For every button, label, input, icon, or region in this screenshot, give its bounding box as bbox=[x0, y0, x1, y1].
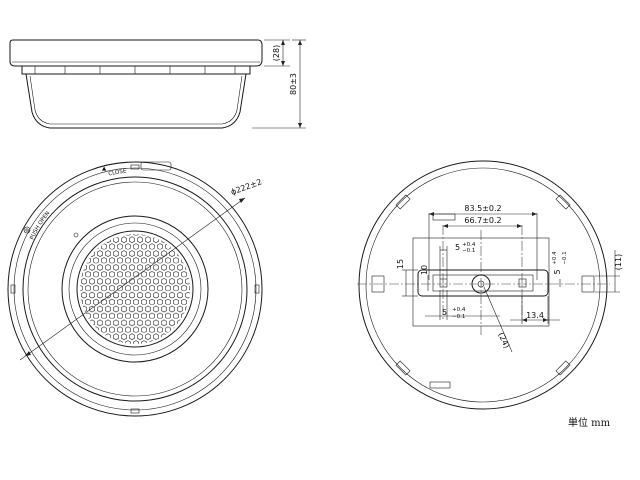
bottom-view-hex-grille bbox=[80, 234, 190, 344]
top-view-rim-inner bbox=[365, 167, 601, 403]
top-view-tol-5-right-plus: +0.4 bbox=[552, 251, 558, 265]
top-view: 83.5±0.2 66.7±0.2 5 +0.4 −0.1 15 10 5 +0… bbox=[357, 160, 623, 410]
bottom-view-dim-diameter: ϕ222±2 bbox=[230, 177, 263, 197]
top-view-slot-inner bbox=[432, 274, 534, 292]
bottom-view-body bbox=[61, 215, 209, 363]
top-view-tol-5-lower-minus: −0.1 bbox=[452, 314, 465, 320]
bottom-view-outer-rim bbox=[7, 161, 263, 417]
bottom-view-ring-inner bbox=[27, 181, 243, 397]
bottom-view-grille-edge bbox=[76, 230, 194, 348]
bottom-view-rim-tabs bbox=[10, 164, 260, 414]
bottom-view-rim-inner bbox=[13, 167, 257, 411]
unit-label: 単位 mm bbox=[568, 416, 611, 429]
top-view-dim-24: (24) bbox=[496, 331, 511, 350]
bottom-view-engraving-box bbox=[140, 161, 172, 171]
side-view-ribs bbox=[34, 66, 236, 74]
bottom-view-mark-left bbox=[23, 226, 31, 234]
side-view-lid bbox=[9, 39, 263, 67]
side-view: (28) 80±3 bbox=[9, 39, 306, 129]
top-view-dim-10: 10 bbox=[420, 265, 429, 275]
side-view-body bbox=[25, 73, 247, 129]
top-view-dim-15: 15 bbox=[396, 259, 405, 269]
bottom-view-mark-left-inner bbox=[25, 228, 29, 232]
bottom-view-grille-rim bbox=[68, 222, 202, 356]
side-view-dim-height-ref: (28) bbox=[272, 45, 281, 61]
side-view-dim-total-height: 80±3 bbox=[289, 73, 298, 95]
top-view-rim-clips bbox=[371, 194, 595, 389]
bottom-view-arrow-marker: ▲ bbox=[102, 166, 107, 172]
top-view-tol-5-lower-plus: +0.4 bbox=[452, 307, 466, 313]
top-view-outer-rim bbox=[358, 160, 608, 410]
side-view-skirt bbox=[21, 66, 251, 75]
top-view-hole-left bbox=[439, 278, 448, 288]
top-view-dim-5-upper: 5 bbox=[455, 243, 460, 252]
bottom-view-small-circle bbox=[73, 232, 79, 238]
top-view-dim-inner-pitch: 66.7±0.2 bbox=[464, 216, 501, 225]
top-view-leader-24 bbox=[483, 286, 513, 353]
bottom-view-engraving-close: CLOSE bbox=[108, 168, 127, 177]
top-view-hole-right bbox=[518, 278, 527, 288]
bottom-view-diameter-line bbox=[19, 197, 246, 361]
top-view-dim-11: (11) bbox=[614, 254, 623, 270]
top-view-dim-5-lower: 5 bbox=[442, 308, 447, 317]
top-view-tol-5-upper-plus: +0.4 bbox=[462, 242, 476, 248]
top-view-dim-13-4: 13.4 bbox=[526, 311, 544, 320]
top-view-tol-5-upper-minus: −0.1 bbox=[462, 248, 475, 254]
top-view-slot bbox=[417, 269, 549, 297]
bottom-view: PUSH OPEN CLOSE ▲ ϕ222±2 bbox=[7, 161, 263, 417]
top-view-dim-hole-pitch: 83.5±0.2 bbox=[464, 204, 501, 213]
bottom-view-ring bbox=[22, 176, 248, 402]
bottom-view-engraving-push-open: PUSH OPEN bbox=[29, 210, 51, 240]
top-view-tol-5-right-minus: −0.1 bbox=[562, 251, 568, 264]
side-view-body-inner bbox=[29, 75, 243, 125]
top-view-dim-5-right: 5 bbox=[553, 269, 562, 274]
